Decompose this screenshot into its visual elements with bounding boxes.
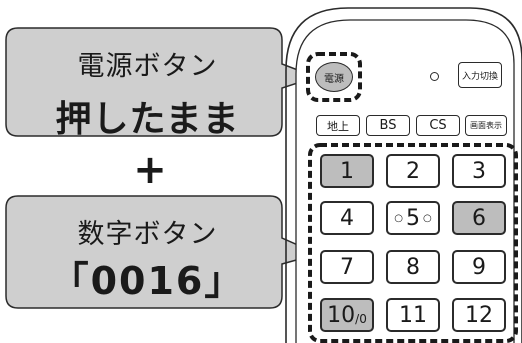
plus-sign: + [133,147,167,193]
number-button-8[interactable]: 8 [386,250,440,284]
tactile-dot-icon: ○ [394,212,403,224]
number-button-3[interactable]: 3 [452,154,506,188]
indicator-light [430,72,439,81]
callout-bottom-line1: 数字ボタン [77,219,218,250]
terrestrial-button[interactable]: 地上 [316,115,360,136]
number-button-label: 10 [327,302,356,328]
callout-top-line2: 押したまま [55,99,240,140]
bs-label: BS [379,118,397,133]
number-button-label: 5 [406,205,420,231]
number-button-6[interactable]: 6 [452,201,506,235]
number-button-label: 7 [340,254,354,280]
power-button-label: 電源 [324,73,344,85]
number-button-2[interactable]: 2 [386,154,440,188]
callout-top-line1: 電源ボタン [77,51,218,82]
bs-button[interactable]: BS [366,115,410,136]
input-switch-label: 入力切換 [461,71,498,82]
screen-display-button[interactable]: 画面表示 [465,115,507,136]
cs-label: CS [429,118,447,133]
cs-button[interactable]: CS [416,115,460,136]
number-button-5[interactable]: ○ 5 ○ [386,201,440,235]
number-button-label: 4 [340,205,354,231]
number-button-label: 11 [399,302,427,328]
number-button-label: 8 [406,254,420,280]
number-button-9[interactable]: 9 [452,250,506,284]
number-button-sublabel: /0 [355,312,367,326]
number-button-12[interactable]: 12 [452,298,506,332]
tactile-dot-icon: ○ [423,212,432,224]
number-button-label: 1 [340,158,354,184]
number-button-10[interactable]: 10/0 [320,298,374,332]
number-button-label: 12 [465,302,493,328]
number-button-4[interactable]: 4 [320,201,374,235]
number-button-label: 2 [406,158,420,184]
screen-display-label: 画面表示 [470,121,502,130]
remote-body-outer [285,7,522,343]
power-highlight-frame [306,52,362,102]
input-switch-button[interactable]: 入力切換 [458,62,502,88]
number-button-7[interactable]: 7 [320,250,374,284]
terrestrial-label: 地上 [327,119,349,133]
numpad-highlight-frame [308,143,518,343]
callout-bubble-bottom [5,195,321,309]
number-button-11[interactable]: 11 [386,298,440,332]
number-button-label: 6 [472,205,486,231]
number-button-1[interactable]: 1 [320,154,374,188]
callout-bottom-line2: 「0016」 [50,259,245,303]
callout-bubble-top [5,27,319,137]
number-button-label: 9 [472,254,486,280]
power-button[interactable]: 電源 [315,62,353,92]
number-button-label: 3 [472,158,486,184]
